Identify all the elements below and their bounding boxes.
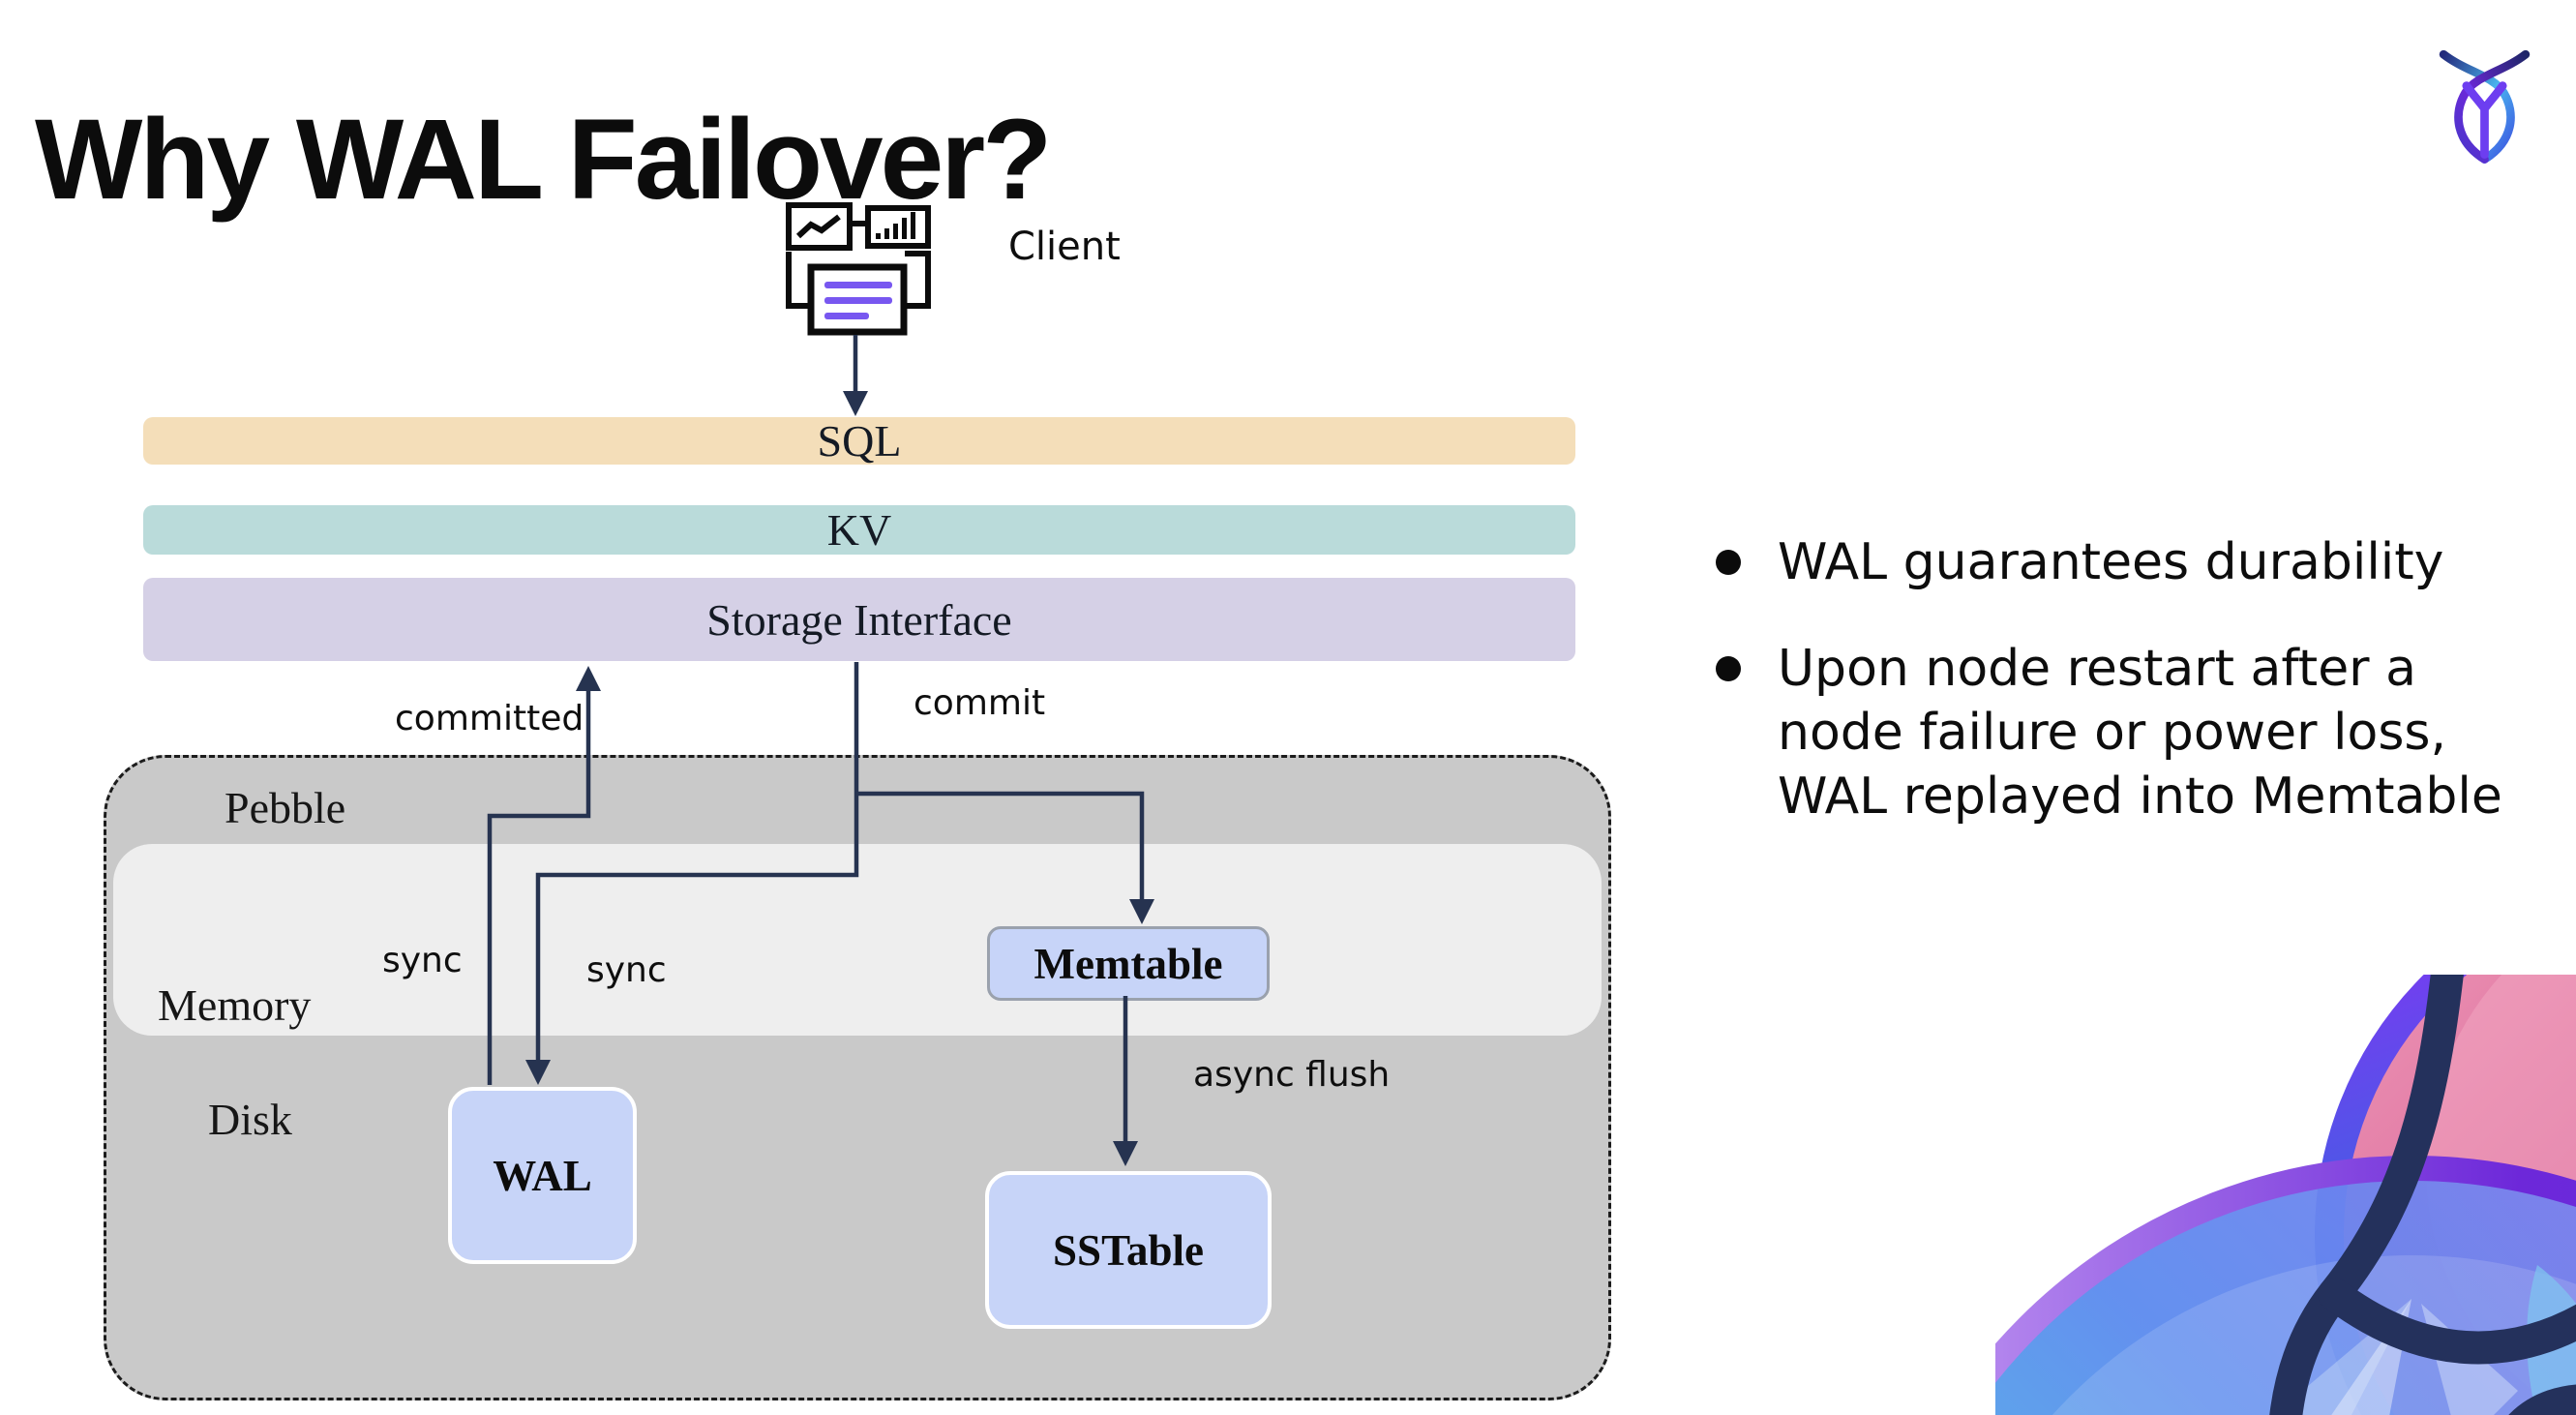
sync-right-edge-label: sync xyxy=(586,950,667,990)
bullet-dot xyxy=(1716,656,1741,681)
sstable-label: SSTable xyxy=(1053,1225,1204,1275)
memory-label: Memory xyxy=(158,980,312,1030)
storage-interface-bar: Storage Interface xyxy=(143,578,1575,661)
list-item: Upon node restart after a node failure o… xyxy=(1708,637,2576,828)
cockroachdb-logo xyxy=(2439,49,2531,164)
bullet-dot xyxy=(1716,550,1741,575)
cockroach-brand-corner-art xyxy=(1995,975,2576,1415)
memory-region xyxy=(113,844,1602,1036)
bracket-left-icon xyxy=(786,252,812,309)
bullet-text-line: Upon node restart after a xyxy=(1778,640,2416,698)
kv-layer-label: KV xyxy=(826,505,892,555)
line-chart-icon xyxy=(786,202,853,251)
bullet-text-line: node failure or power loss, xyxy=(1778,704,2447,762)
sql-layer-label: SQL xyxy=(817,416,902,466)
sync-left-edge-label: sync xyxy=(382,941,463,980)
memtable-node: Memtable xyxy=(987,926,1270,1001)
bullet-list: WAL guarantees durability Upon node rest… xyxy=(1708,530,2576,871)
memtable-label: Memtable xyxy=(1033,939,1223,988)
wal-node: WAL xyxy=(448,1087,637,1264)
disk-label: Disk xyxy=(208,1095,292,1144)
bracket-right-icon xyxy=(905,251,931,309)
bullet-text: WAL guarantees durability xyxy=(1778,533,2444,591)
sstable-node: SSTable xyxy=(985,1171,1272,1329)
list-item: WAL guarantees durability xyxy=(1708,530,2576,594)
kv-layer-bar: KV xyxy=(143,505,1575,555)
storage-interface-label: Storage Interface xyxy=(706,594,1012,645)
committed-edge-label: committed xyxy=(395,699,584,738)
async-flush-edge-label: async flush xyxy=(1193,1055,1391,1095)
bullet-text-line: WAL replayed into Memtable xyxy=(1778,768,2502,826)
dash-connector xyxy=(853,221,865,226)
client-label: Client xyxy=(1008,225,1121,269)
sql-layer-bar: SQL xyxy=(143,416,1575,466)
arrowhead-storage xyxy=(576,666,601,691)
commit-edge-label: commit xyxy=(914,683,1046,723)
bar-chart-icon xyxy=(865,205,931,249)
pebble-label: Pebble xyxy=(225,783,346,832)
page-title: Why WAL Failover? xyxy=(35,96,1052,225)
document-icon xyxy=(807,263,908,336)
arrowhead-sql xyxy=(843,391,868,416)
wal-label: WAL xyxy=(493,1151,592,1200)
client-terminal-icon xyxy=(786,202,931,336)
